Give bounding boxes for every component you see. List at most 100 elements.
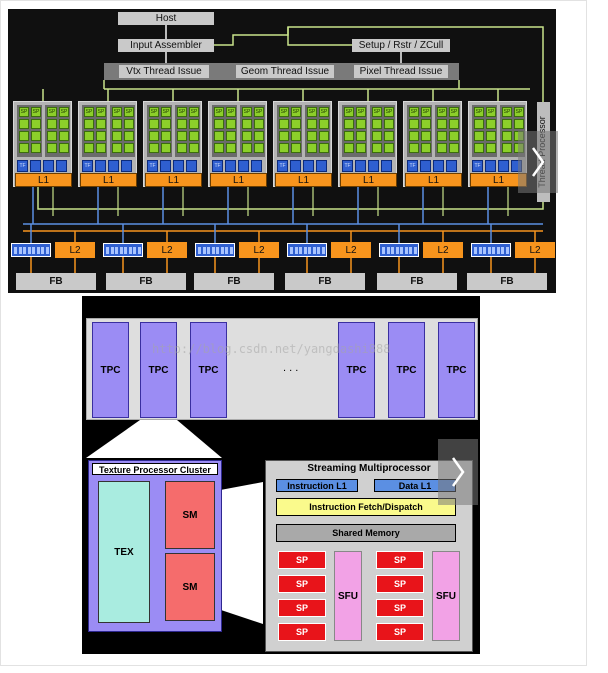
sp-cell: SP [161, 107, 171, 117]
sp-cell: SP [372, 107, 382, 117]
raster-cell [386, 247, 390, 254]
sp-cell [84, 119, 94, 129]
sp-core: SP [376, 575, 424, 593]
tf-cell [381, 160, 392, 172]
sp-cell [226, 119, 236, 129]
raster-cell [312, 247, 316, 254]
sp-cell [226, 131, 236, 141]
raster-cell [207, 247, 210, 254]
sp-cell [19, 143, 29, 153]
sp-cell: SP [344, 107, 354, 117]
carousel-next-button[interactable] [518, 131, 558, 193]
raster-cell [317, 247, 320, 254]
sp-cell [344, 119, 354, 129]
raster-cell [290, 247, 293, 254]
sp-cell [384, 143, 394, 153]
raster-cell [45, 247, 49, 254]
sp-cell [161, 143, 171, 153]
sp-core: SP [278, 623, 326, 641]
geom-thread-issue-box: Geom Thread Issue [236, 65, 334, 78]
sp-cell [242, 119, 252, 129]
sp-cell [486, 143, 496, 153]
sp-cell [279, 131, 289, 141]
sp-cell [19, 119, 29, 129]
sp-cell [59, 119, 69, 129]
sp-cell [409, 143, 419, 153]
tf-cell: TF [147, 160, 158, 172]
zoom-callouts [86, 420, 263, 624]
setup-rstr-zcull-box: Setup / Rstr / ZCull [352, 39, 450, 52]
sp-cell [344, 131, 354, 141]
sp-cell [279, 143, 289, 153]
raster-cell [382, 247, 385, 254]
sp-cell: SP [449, 107, 459, 117]
sp-cell [421, 131, 431, 141]
tf-cell [316, 160, 327, 172]
sp-cell [319, 119, 329, 129]
raster-cell [308, 247, 311, 254]
sp-cell [344, 143, 354, 153]
sp-cell [161, 119, 171, 129]
sp-cell [474, 143, 484, 153]
carousel-next-button-2[interactable] [438, 439, 478, 505]
sp-cell [319, 131, 329, 141]
l1-cache: L1 [405, 173, 462, 187]
sp-cell: SP [59, 107, 69, 117]
raster-cell [216, 247, 219, 254]
chevron-right-icon [531, 147, 545, 177]
l2-cache-4: L2 [331, 242, 371, 258]
raster-cell [23, 247, 26, 254]
sp-cell: SP [502, 107, 512, 117]
sp-cell [47, 131, 57, 141]
raster-block-5 [379, 243, 419, 257]
raster-cell [128, 247, 132, 254]
sp-cell [112, 119, 122, 129]
tf-cell [420, 160, 431, 172]
l2-cache-1: L2 [55, 242, 95, 258]
tf-cell [251, 160, 262, 172]
sp-cell: SP [214, 107, 224, 117]
sp-cell [437, 131, 447, 141]
tf-cell [238, 160, 249, 172]
raster-cell [404, 247, 408, 254]
raster-cell [413, 247, 417, 254]
sp-cell [384, 131, 394, 141]
sp-cell [474, 131, 484, 141]
sp-cell [96, 131, 106, 141]
shared-memory-box: Shared Memory [276, 524, 456, 542]
raster-cell [400, 247, 403, 254]
sp-core: SP [376, 551, 424, 569]
sp-cell [149, 119, 159, 129]
instruction-l1-box: Instruction L1 [276, 479, 358, 492]
sp-core: SP [278, 599, 326, 617]
sp-cell [356, 119, 366, 129]
sp-cell [214, 131, 224, 141]
sp-cell [254, 143, 264, 153]
sm-unit-2: SM [165, 553, 215, 621]
sm-title: Streaming Multiprocessor [307, 463, 431, 474]
raster-block-4 [287, 243, 327, 257]
fb-block-1: FB [16, 273, 96, 290]
l2-cache-6: L2 [515, 242, 555, 258]
sp-cell [474, 119, 484, 129]
sp-cell: SP [189, 107, 199, 117]
wire [287, 27, 352, 46]
sp-cell [254, 119, 264, 129]
l1-cache: L1 [470, 173, 527, 187]
sp-cell: SP [242, 107, 252, 117]
sp-cell [409, 119, 419, 129]
tex-unit: TEX [98, 481, 150, 623]
